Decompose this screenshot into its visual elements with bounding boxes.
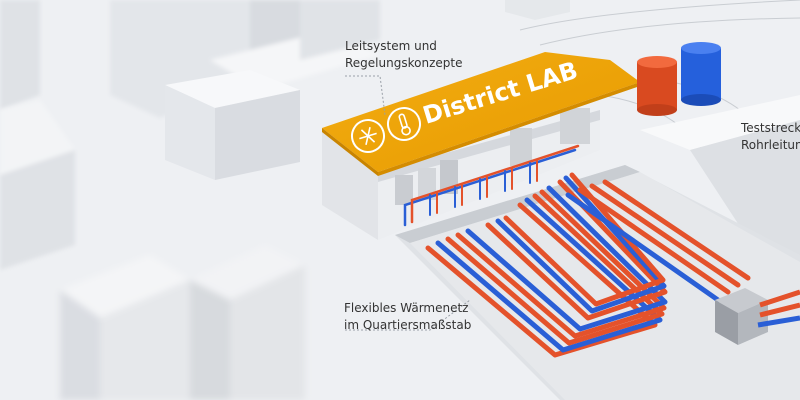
red-tank: [637, 56, 677, 116]
label-heat-network: Flexibles Wärmenetz im Quartiersmaßstab: [344, 300, 471, 334]
leader-lines: [345, 75, 471, 331]
label-network-line2: im Quartiersmaßstab: [344, 318, 472, 332]
building-midleft: [165, 70, 300, 180]
label-network-line1: Flexibles Wärmenetz: [344, 301, 469, 315]
building-topright: [505, 0, 570, 20]
label-control-line1: Leitsystem und: [345, 39, 437, 53]
foreground-buildings: [60, 245, 305, 400]
building-pipes: [403, 144, 580, 227]
label-control-system: Leitsystem und Regelungskonzepte: [345, 38, 462, 72]
building-left: [0, 100, 75, 270]
snowflake-icon: [351, 119, 385, 153]
label-test-track-line2: Rohrleitun: [741, 138, 800, 152]
label-test-track-line1: Teststrecke: [741, 121, 800, 135]
label-control-line2: Regelungskonzepte: [345, 56, 463, 70]
blue-tank: [681, 42, 721, 106]
building-right: [640, 95, 800, 265]
heat-network-pipes: [425, 172, 751, 358]
valve-box: [715, 288, 800, 345]
label-test-track: Teststrecke Rohrleitun: [741, 120, 800, 154]
thermometer-icon: [387, 107, 421, 141]
